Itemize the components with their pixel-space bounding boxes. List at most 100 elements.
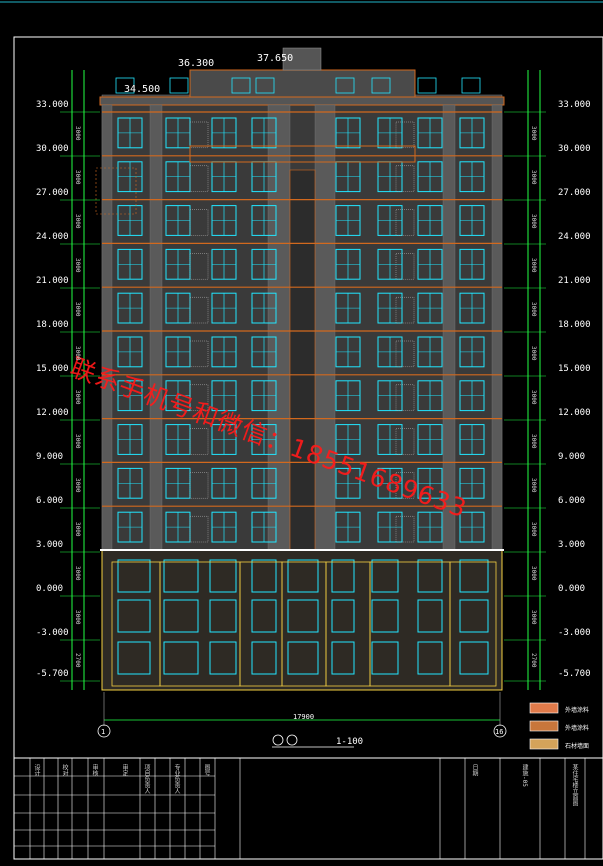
vent-panel-r-3 [395,253,415,280]
center-shaft [289,169,316,551]
level-label-right: 33.000 [558,100,591,110]
dashed-box-left [95,167,137,215]
title-block-cell: 专业负责人 [173,764,180,794]
storey-dim-left: 3000 [74,434,81,449]
podium-window-1-6 [371,599,399,633]
storey-dim-right: 3000 [530,126,537,141]
top-elev-label-1: 37.650 [257,53,294,64]
top-elev-label-2: 36.300 [178,58,215,69]
podium-window-2-0 [117,641,151,675]
title-block-cell: 某住宅楼立面图 [571,764,578,806]
title-block-cell: 审核 [91,764,98,776]
drawing-scale: 1-100 [336,737,364,747]
vent-panel-l-6 [189,384,209,411]
level-label-left: 30.000 [36,144,69,154]
level-label-left: 33.000 [36,100,69,110]
storey-dim-right: 2700 [530,652,537,667]
podium-window-2-4 [287,641,319,675]
roof-window-4 [335,77,355,94]
pilaster-1 [149,104,163,551]
podium-bay-6 [449,561,497,687]
sheet-frame [13,36,603,860]
podium-window-1-0 [117,599,151,633]
storey-dim-left: 3000 [74,566,81,581]
storey-dim-right: 3000 [530,214,537,229]
podium-window-0-7 [417,559,443,593]
legend-label-3: 石材墙面 [565,743,590,750]
roof-window-0 [115,77,135,94]
roof-window-3 [255,77,275,94]
podium-window-0-3 [251,559,277,593]
podium [101,549,503,691]
storey-dim-right: 3000 [530,610,537,625]
podium-window-0-4 [287,559,319,593]
title-block-cell: 项目负责人 [143,764,150,794]
podium-window-2-3 [251,641,277,675]
roof-window-6 [417,77,437,94]
storey-dim-left: 3000 [74,170,81,185]
podium-window-1-1 [163,599,199,633]
storey-dim-left: 3000 [74,126,81,141]
podium-window-1-4 [287,599,319,633]
title-block-cell: 建施-05 [521,764,528,787]
storey-dim-left: 3000 [74,610,81,625]
storey-dim-left: 3000 [74,302,81,317]
title-bubble-b [286,734,298,746]
sky-band [189,145,416,163]
vent-panel-l-9 [189,515,209,543]
title-block-cell: 图号 [203,764,210,776]
level-label-right: 9.000 [558,452,586,462]
level-label-left: 15.000 [36,364,69,374]
level-label-right: 27.000 [558,188,591,198]
level-label-right: 15.000 [558,364,591,374]
vent-panel-l-8 [189,472,209,499]
vent-panel-r-4 [395,296,415,324]
level-label-left: -3.000 [36,628,69,638]
podium-window-2-7 [417,641,443,675]
legend-swatch-1 [529,720,559,732]
vent-panel-l-3 [189,253,209,280]
level-label-right: -5.700 [558,669,591,679]
roof-window-5 [371,77,391,94]
storey-dim-right: 3000 [530,346,537,361]
podium-window-0-1 [163,559,199,593]
level-label-left: 24.000 [36,232,69,242]
vent-panel-r-9 [395,515,415,543]
pilaster-3 [314,104,336,551]
title-block-cell: 校对 [61,764,68,776]
vent-panel-l-4 [189,296,209,324]
roof-crown [189,69,416,99]
level-label-right: 12.000 [558,408,591,418]
podium-window-2-6 [371,641,399,675]
level-label-right: 3.000 [558,540,586,550]
vent-panel-r-8 [395,472,415,499]
legend-label-1: 外墙涂料 [565,707,590,714]
roof-window-1 [169,77,189,94]
podium-window-1-3 [251,599,277,633]
title-block-cell: 审定 [121,764,128,776]
vent-panel-r-1 [395,165,415,192]
podium-window-0-6 [371,559,399,593]
level-label-left: 12.000 [36,408,69,418]
roof-tower [282,47,322,71]
storey-dim-right: 3000 [530,258,537,273]
vent-panel-r-0 [395,121,415,149]
vent-panel-r-2 [395,209,415,236]
level-label-left: 9.000 [36,452,64,462]
level-label-left: 3.000 [36,540,64,550]
podium-window-2-1 [163,641,199,675]
podium-window-1-2 [209,599,237,633]
level-label-left: 0.000 [36,584,64,594]
level-label-left: -5.700 [36,669,69,679]
level-label-right: 21.000 [558,276,591,286]
overall-dimension: 17900 [293,713,315,721]
storey-dim-left: 3000 [74,522,81,537]
level-label-right: 24.000 [558,232,591,242]
storey-dim-left: 3000 [74,214,81,229]
grid-bubble-right [493,724,507,738]
legend-label-2: 外墙涂料 [565,725,590,732]
roof-window-2 [231,77,251,94]
storey-dim-right: 3000 [530,390,537,405]
level-label-right: 0.000 [558,584,586,594]
